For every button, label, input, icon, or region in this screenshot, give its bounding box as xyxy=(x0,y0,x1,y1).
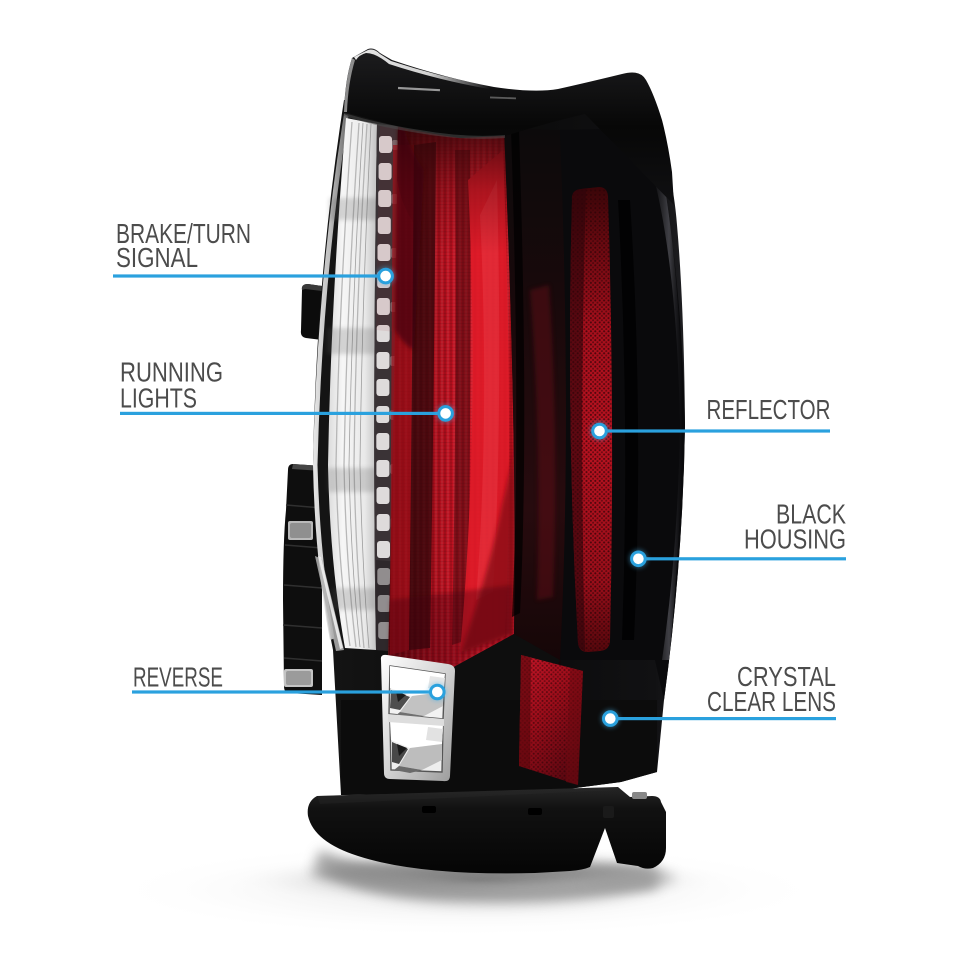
svg-text:SIGNAL: SIGNAL xyxy=(116,242,198,273)
svg-text:HOUSING: HOUSING xyxy=(744,523,846,554)
svg-text:RUNNING: RUNNING xyxy=(120,357,223,388)
svg-text:BRAKE/TURN: BRAKE/TURN xyxy=(116,218,251,249)
svg-text:REVERSE: REVERSE xyxy=(133,662,223,693)
svg-text:BLACK: BLACK xyxy=(776,498,847,529)
svg-text:REFLECTOR: REFLECTOR xyxy=(707,394,831,425)
svg-text:LIGHTS: LIGHTS xyxy=(120,382,197,413)
svg-text:CRYSTAL: CRYSTAL xyxy=(737,661,836,692)
svg-text:CLEAR LENS: CLEAR LENS xyxy=(707,686,836,717)
